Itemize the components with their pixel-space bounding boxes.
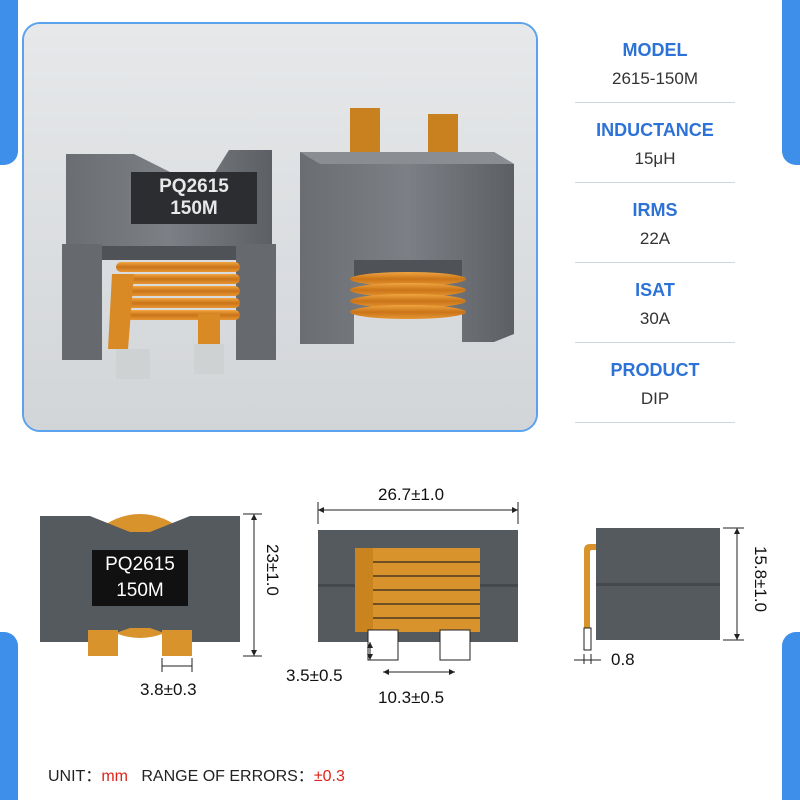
side-height-dimension: 15.8±1.0: [751, 546, 770, 613]
spec-label: IRMS: [632, 200, 678, 220]
range-value: ±0.3: [313, 768, 345, 785]
corner-tab-bottom-right: [782, 632, 800, 800]
spec-value: DIP: [640, 389, 670, 408]
photo-label-line1: PQ2615: [159, 176, 229, 197]
height-dimension: 23±1.0: [263, 544, 282, 596]
photo-label-line2: 150M: [170, 198, 218, 219]
length-dimension: 26.7±1.0: [378, 485, 445, 504]
spec-label: INDUCTANCE: [596, 120, 714, 140]
spec-label: ISAT: [635, 280, 675, 300]
left-inductor-photo: [62, 150, 276, 379]
divider: [575, 102, 735, 103]
inductor-photo: [24, 24, 536, 430]
pin-height-dimension: 3.5±0.5: [286, 666, 343, 685]
drawing-part-label: PQ2615 150M: [92, 550, 188, 606]
spec-isat: ISAT 30A: [575, 276, 735, 343]
spec-product: PRODUCT DIP: [575, 356, 735, 423]
spec-inductance: INDUCTANCE 15μH: [575, 116, 735, 183]
spec-label: PRODUCT: [610, 360, 700, 380]
side-view-drawing: [574, 527, 744, 664]
drawing-label-line1: PQ2615: [105, 554, 175, 575]
spec-value: 2615-150M: [611, 69, 698, 88]
corner-tab-bottom-left: [0, 632, 18, 800]
spec-value: 30A: [639, 309, 671, 328]
spec-model: MODEL 2615-150M: [575, 36, 735, 103]
pin-spacing-dimension: 10.3±0.5: [378, 688, 445, 707]
thickness-dimension: 0.8: [611, 650, 635, 669]
drawing-label-line2: 150M: [116, 580, 164, 601]
top-view-drawing: [317, 502, 519, 675]
divider: [575, 262, 735, 263]
photo-part-label: PQ2615 150M: [131, 172, 257, 224]
divider: [575, 182, 735, 183]
corner-tab-top-left: [0, 0, 18, 165]
product-photo-panel: PQ2615 150M: [22, 22, 538, 432]
right-inductor-photo: [300, 108, 514, 344]
spec-irms: IRMS 22A: [575, 196, 735, 263]
spec-value: 22A: [639, 229, 671, 248]
range-label: RANGE OF ERRORS：: [141, 768, 314, 785]
divider: [575, 422, 735, 423]
corner-tab-top-right: [782, 0, 800, 165]
pin-width-dimension: 3.8±0.3: [140, 680, 197, 699]
divider: [575, 342, 735, 343]
units-footer: UNIT：mm RANGE OF ERRORS：±0.3: [48, 762, 345, 786]
unit-label: UNIT：: [48, 768, 102, 785]
spec-value: 15μH: [634, 149, 676, 168]
unit-value: mm: [101, 768, 128, 785]
spec-label: MODEL: [622, 40, 688, 60]
